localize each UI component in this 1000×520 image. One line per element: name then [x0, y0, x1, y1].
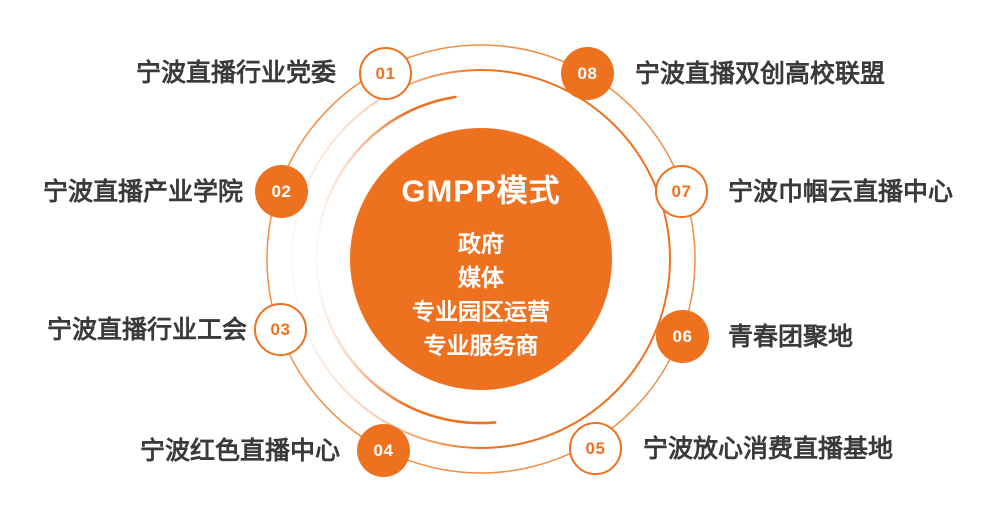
badge-04: 04 — [357, 424, 410, 477]
badge-07-number: 07 — [671, 181, 692, 201]
badge-07: 07 — [655, 165, 708, 218]
badge-01-number: 01 — [375, 63, 396, 83]
label-party-committee: 宁波直播行业党委 — [135, 59, 336, 87]
badge-06: 06 — [656, 310, 709, 363]
label-industry-union: 宁波直播行业工会 — [46, 316, 247, 344]
outer-ring — [266, 44, 696, 474]
label-women-cloud-center: 宁波巾帼云直播中心 — [728, 178, 954, 206]
label-industry-college: 宁波直播产业学院 — [42, 178, 243, 206]
label-youth-gathering: 青春团聚地 — [728, 323, 854, 351]
badge-08-number: 08 — [577, 63, 598, 83]
badge-01: 01 — [359, 47, 412, 100]
badge-03: 03 — [254, 303, 307, 356]
badge-05: 05 — [569, 422, 622, 475]
badge-08: 08 — [561, 47, 614, 100]
badge-05-number: 05 — [585, 438, 606, 458]
badge-03-number: 03 — [270, 319, 291, 339]
label-consumer-live-base: 宁波放心消费直播基地 — [643, 435, 894, 463]
badge-04-number: 04 — [373, 440, 394, 460]
badge-02: 02 — [255, 165, 308, 218]
badge-06-number: 06 — [672, 326, 693, 346]
center-circle — [350, 128, 612, 390]
badge-02-number: 02 — [271, 181, 292, 201]
middle-ring — [291, 69, 671, 449]
inner-arc — [315, 95, 497, 425]
label-red-live-center: 宁波红色直播中心 — [139, 437, 340, 465]
label-university-alliance: 宁波直播双创高校联盟 — [635, 60, 886, 88]
